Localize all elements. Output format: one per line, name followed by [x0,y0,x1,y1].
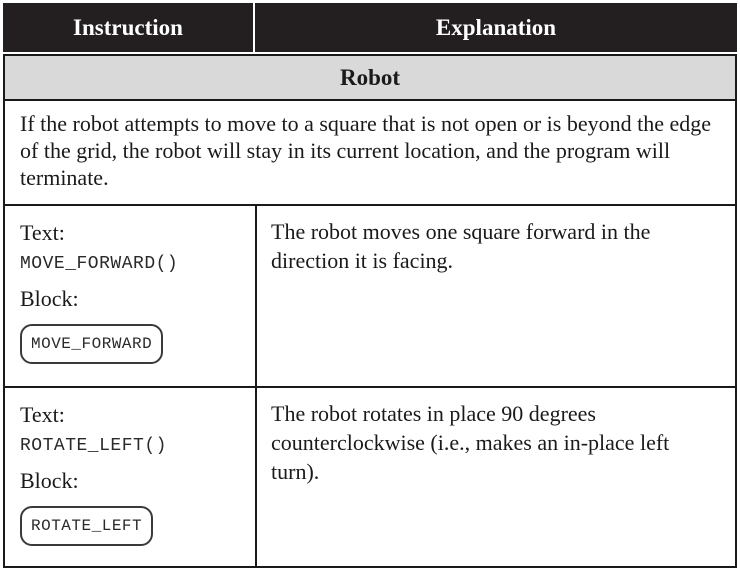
section-header-robot: Robot [3,54,737,101]
instruction-row-rotate-left: Text: ROTATE_LEFT() Block: ROTATE_LEFT T… [3,388,737,568]
code-block-pill-move-forward: MOVE_FORWARD [20,324,164,364]
code-text-move-forward: MOVE_FORWARD() [20,254,179,274]
column-header-instruction: Instruction [3,3,255,52]
block-label: Block: [20,468,79,493]
instruction-cell: Text: MOVE_FORWARD() Block: MOVE_FORWARD [5,206,257,386]
table-header-row: Instruction Explanation [3,3,737,52]
instruction-cell: Text: ROTATE_LEFT() Block: ROTATE_LEFT [5,388,257,566]
robot-note-row: If the robot attempts to move to a squar… [3,101,737,206]
text-label: Text: [20,220,65,245]
code-text-rotate-left: ROTATE_LEFT() [20,436,167,456]
instruction-row-move-forward: Text: MOVE_FORWARD() Block: MOVE_FORWARD… [3,206,737,388]
code-block-pill-rotate-left: ROTATE_LEFT [20,506,154,546]
explanation-text-move-forward: The robot moves one square forward in th… [271,219,651,273]
explanation-text-rotate-left: The robot rotates in place 90 degrees co… [271,401,670,484]
text-label: Text: [20,402,65,427]
robot-instruction-table: Instruction Explanation Robot If the rob… [3,3,737,568]
block-label: Block: [20,286,79,311]
column-header-explanation: Explanation [435,15,557,40]
robot-note-text: If the robot attempts to move to a squar… [20,111,712,190]
